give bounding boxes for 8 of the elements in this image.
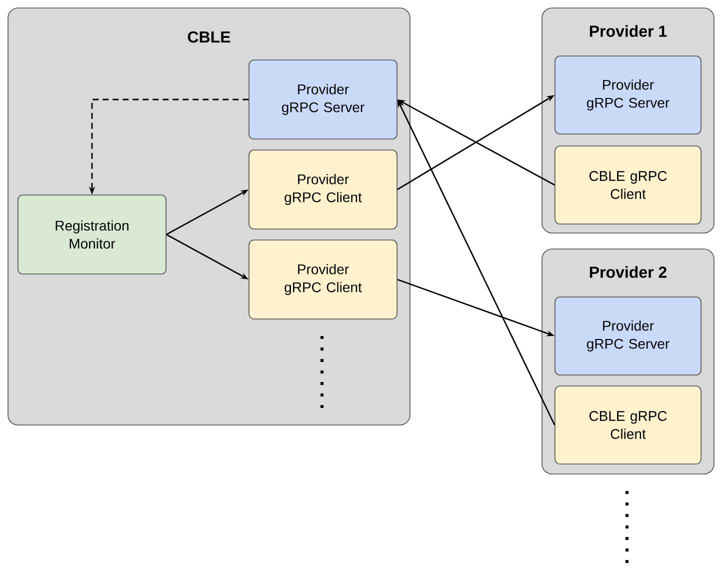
client-box: Provider gRPC Client <box>248 240 398 320</box>
client-box: CBLE gRPC Client <box>554 146 702 224</box>
client-box: CBLE gRPC Client <box>554 386 702 464</box>
monitor-box: Registration Monitor <box>18 194 166 274</box>
server-box: Provider gRPC Server <box>554 296 702 376</box>
client-box: Provider gRPC Client <box>248 150 398 230</box>
server-box: Provider gRPC Server <box>554 56 702 134</box>
server-box: Provider gRPC Server <box>248 60 398 140</box>
